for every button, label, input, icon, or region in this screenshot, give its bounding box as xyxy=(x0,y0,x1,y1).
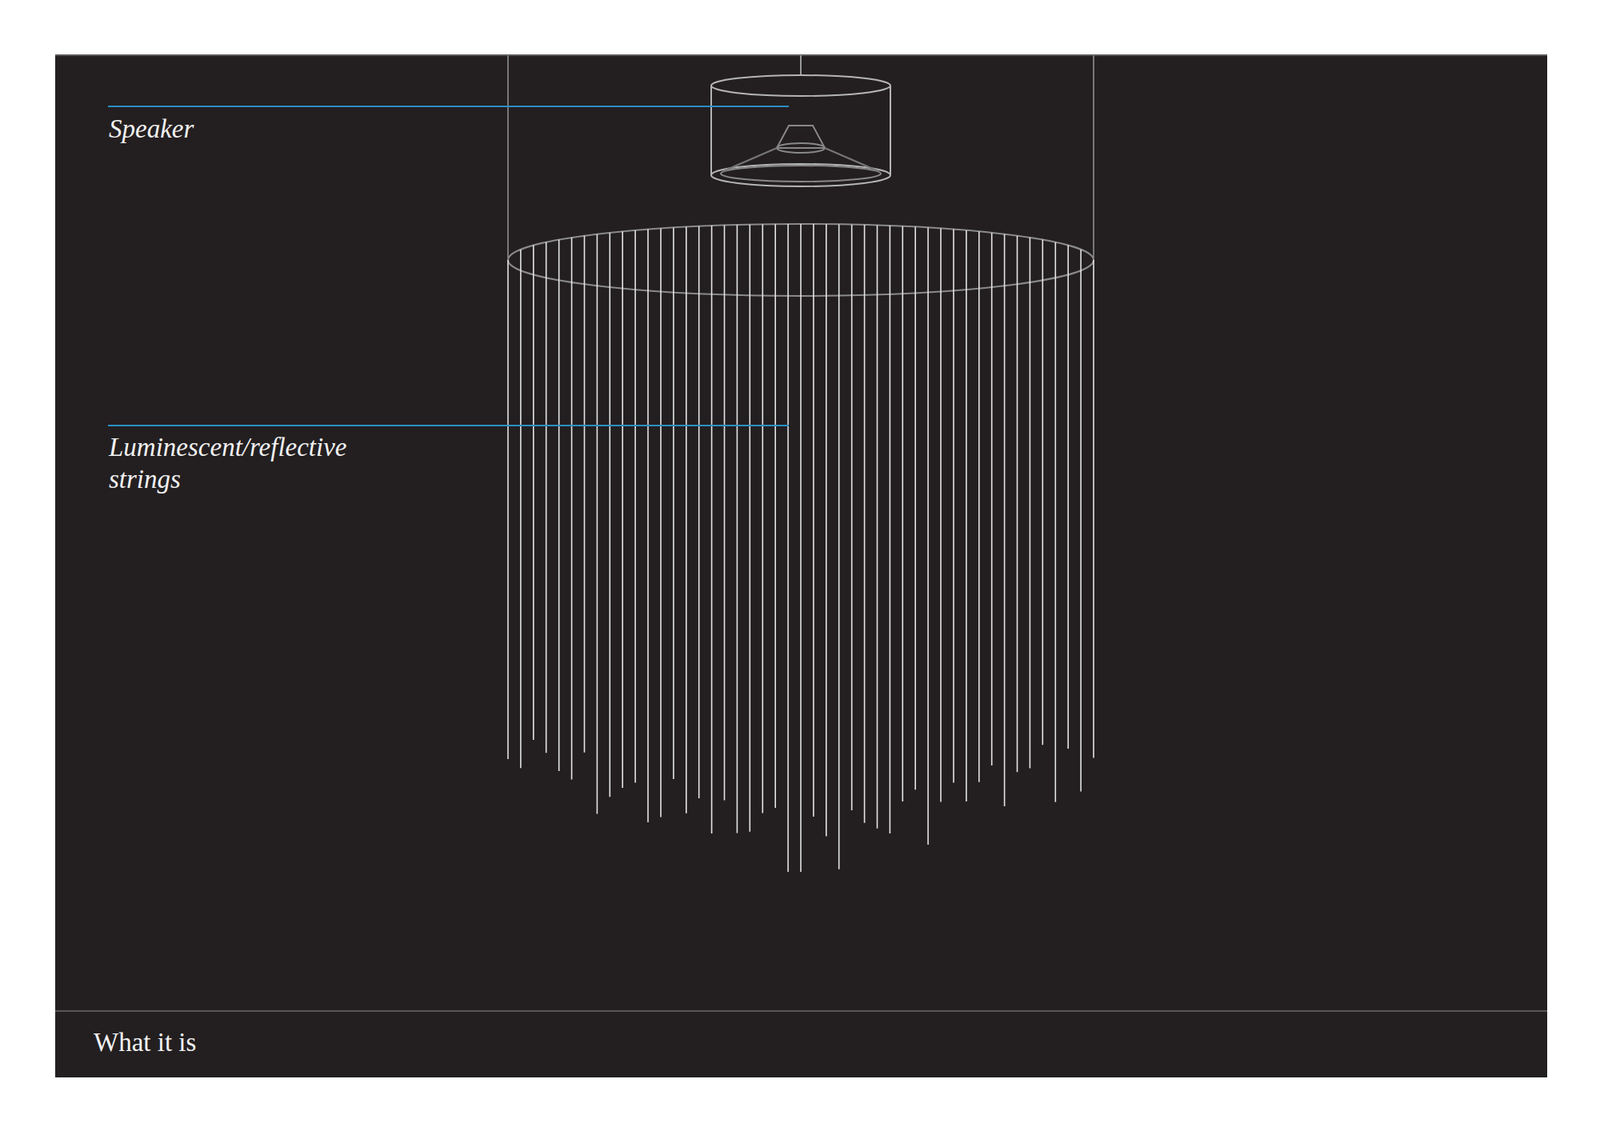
luminescent-string xyxy=(1016,236,1019,773)
luminescent-string xyxy=(978,231,980,783)
luminescent-string xyxy=(825,224,828,836)
luminescent-string xyxy=(608,232,611,797)
luminescent-string xyxy=(520,249,522,768)
string-group xyxy=(508,224,1094,872)
luminescent-string xyxy=(1042,240,1044,746)
speaker-side xyxy=(710,85,712,176)
luminescent-string xyxy=(1055,242,1057,803)
luminescent-string xyxy=(596,234,599,815)
luminescent-string xyxy=(876,225,879,829)
luminescent-string xyxy=(1092,260,1095,758)
luminescent-string xyxy=(774,224,776,808)
speaker-symbol xyxy=(711,75,891,187)
luminescent-string xyxy=(952,229,955,784)
luminescent-string xyxy=(647,229,649,823)
luminescent-string xyxy=(1080,249,1082,792)
luminescent-string xyxy=(736,224,739,833)
luminescent-string xyxy=(584,236,586,753)
leader-line xyxy=(108,424,789,427)
luminescent-string xyxy=(851,224,853,811)
luminescent-string xyxy=(545,242,548,754)
luminescent-string xyxy=(965,230,968,802)
luminescent-string xyxy=(914,227,916,791)
luminescent-string xyxy=(838,224,840,869)
luminescent-string xyxy=(724,225,726,801)
luminescent-string xyxy=(927,228,929,845)
luminescent-string xyxy=(558,240,560,772)
luminescent-string xyxy=(748,224,751,832)
speaker-side xyxy=(889,85,892,176)
leader-line xyxy=(108,105,789,108)
luminescent-string xyxy=(1029,237,1032,768)
section-caption: What it is xyxy=(93,1026,574,1059)
speaker-cable xyxy=(800,55,802,76)
speaker-top xyxy=(711,75,891,96)
luminescent-string xyxy=(902,226,904,802)
luminescent-string xyxy=(621,231,624,788)
speaker-cone xyxy=(723,148,879,172)
support-wire xyxy=(1092,55,1095,258)
luminescent-string xyxy=(1067,245,1069,749)
speaker-dome xyxy=(776,143,825,153)
luminescent-string xyxy=(991,232,993,766)
part-label: Luminescent/reflective strings xyxy=(108,431,397,496)
luminescent-string xyxy=(672,228,675,780)
luminescent-string xyxy=(660,228,662,818)
luminescent-string xyxy=(812,224,815,817)
luminescent-string xyxy=(787,224,789,872)
luminescent-string xyxy=(532,245,535,740)
support-wire xyxy=(507,55,509,258)
luminescent-string xyxy=(1004,234,1006,807)
luminescent-string xyxy=(698,226,700,799)
luminescent-string xyxy=(761,224,764,813)
luminescent-string xyxy=(634,230,636,784)
luminescent-string xyxy=(571,237,573,780)
footer-divider xyxy=(55,1010,1548,1012)
luminescent-string xyxy=(864,224,866,824)
speaker-bottom xyxy=(711,164,891,187)
luminescent-string xyxy=(889,225,892,834)
luminescent-string xyxy=(940,228,942,803)
luminescent-string xyxy=(800,224,802,872)
luminescent-string xyxy=(711,225,713,834)
luminescent-string xyxy=(507,260,509,760)
luminescent-string xyxy=(685,227,688,814)
speaker-rim xyxy=(720,165,881,182)
part-label: Speaker xyxy=(108,112,589,145)
